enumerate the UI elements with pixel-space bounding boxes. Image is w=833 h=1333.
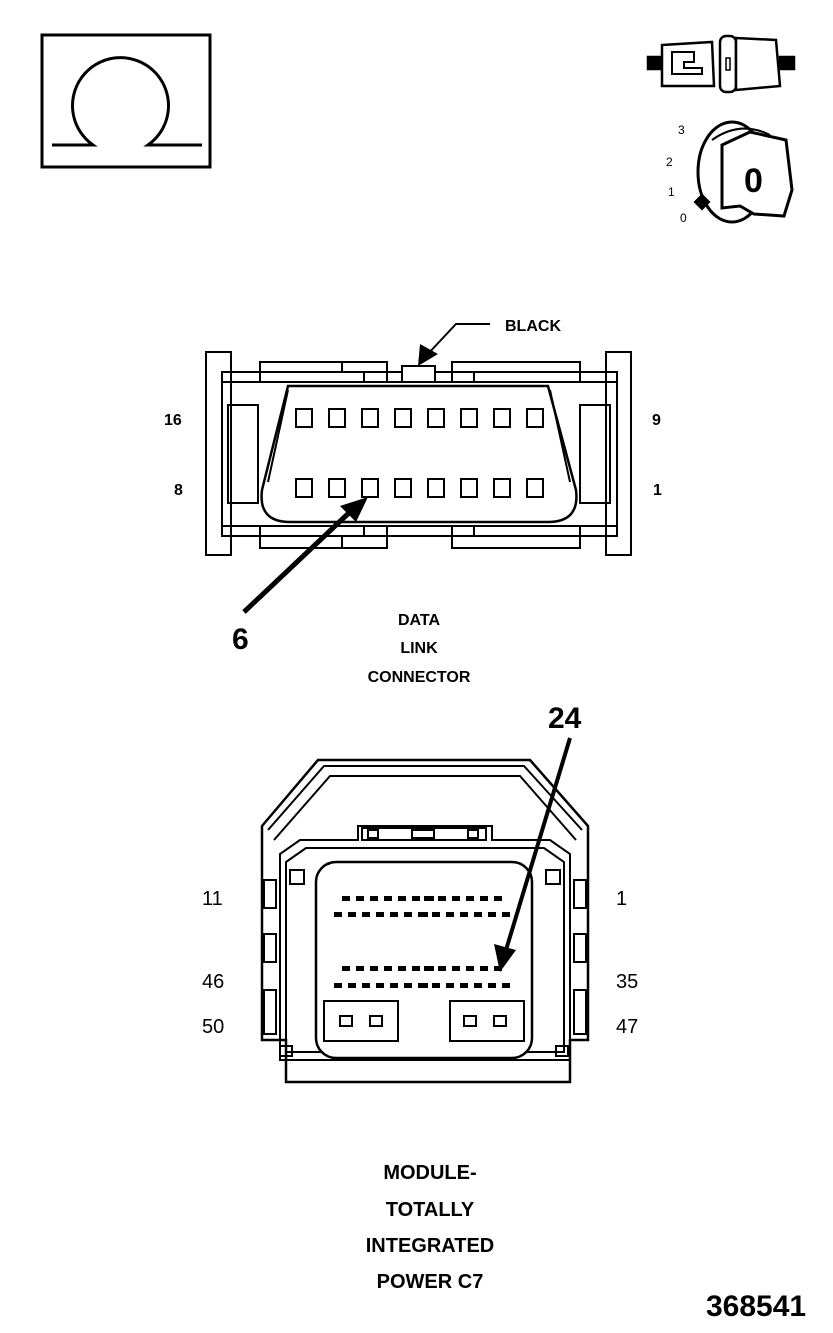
tipm-c7-connector bbox=[260, 758, 590, 1084]
tipm-pin-1-label: 1 bbox=[616, 888, 627, 910]
dlc-title-line-1: DATA bbox=[398, 612, 441, 629]
key-label: 0 bbox=[744, 162, 763, 200]
tipm-title-line-1: MODULE- bbox=[383, 1162, 476, 1184]
tipm-title-line-4: POWER C7 bbox=[377, 1271, 484, 1293]
dlc-callout-6: 6 bbox=[232, 623, 249, 656]
ignition-position-1: 1 bbox=[668, 185, 675, 199]
tipm-pin-11-label: 11 bbox=[202, 888, 223, 910]
dlc-pin-8-label: 8 bbox=[174, 482, 183, 499]
tipm-pins-row-1 bbox=[342, 896, 502, 901]
ignition-position-0: 0 bbox=[680, 211, 687, 225]
black-wire-leader bbox=[418, 323, 490, 366]
dlc-pin-1-label: 1 bbox=[653, 482, 662, 499]
dlc-title-line-2: LINK bbox=[400, 640, 438, 657]
tipm-pins-row-2 bbox=[334, 912, 510, 917]
tipm-pin-46-label: 46 bbox=[202, 971, 224, 993]
connector-disconnect-icon bbox=[646, 34, 796, 94]
tipm-title-line-2: TOTALLY bbox=[386, 1199, 475, 1221]
tipm-pin-50-label: 50 bbox=[202, 1016, 224, 1038]
dlc-pin-6-callout-arrow bbox=[242, 497, 368, 614]
ignition-key-icon: 3 2 1 0 0 bbox=[666, 120, 794, 225]
figure-number: 368541 bbox=[706, 1290, 806, 1323]
tipm-pins-row-4 bbox=[334, 983, 510, 988]
dlc-pins-top-row bbox=[295, 408, 544, 428]
dlc-pins-bottom-row bbox=[295, 478, 544, 498]
tipm-title-line-3: INTEGRATED bbox=[366, 1235, 495, 1257]
tipm-callout-24: 24 bbox=[548, 702, 582, 735]
tipm-power-terminals bbox=[323, 1000, 525, 1042]
data-link-connector bbox=[205, 351, 632, 556]
ignition-position-2: 2 bbox=[666, 155, 673, 169]
dlc-title-line-3: CONNECTOR bbox=[368, 669, 471, 686]
tipm-pin-47-label: 47 bbox=[616, 1016, 638, 1038]
omega-ohm-symbol-icon bbox=[40, 33, 212, 169]
dlc-pin-16-label: 16 bbox=[164, 412, 182, 429]
tipm-pin-24-callout-arrow bbox=[494, 737, 572, 972]
tipm-pins-row-3 bbox=[342, 966, 502, 971]
ignition-position-3: 3 bbox=[678, 123, 685, 137]
wire-color-label: BLACK bbox=[505, 318, 561, 335]
tipm-pin-35-label: 35 bbox=[616, 971, 638, 993]
dlc-pin-9-label: 9 bbox=[652, 412, 661, 429]
